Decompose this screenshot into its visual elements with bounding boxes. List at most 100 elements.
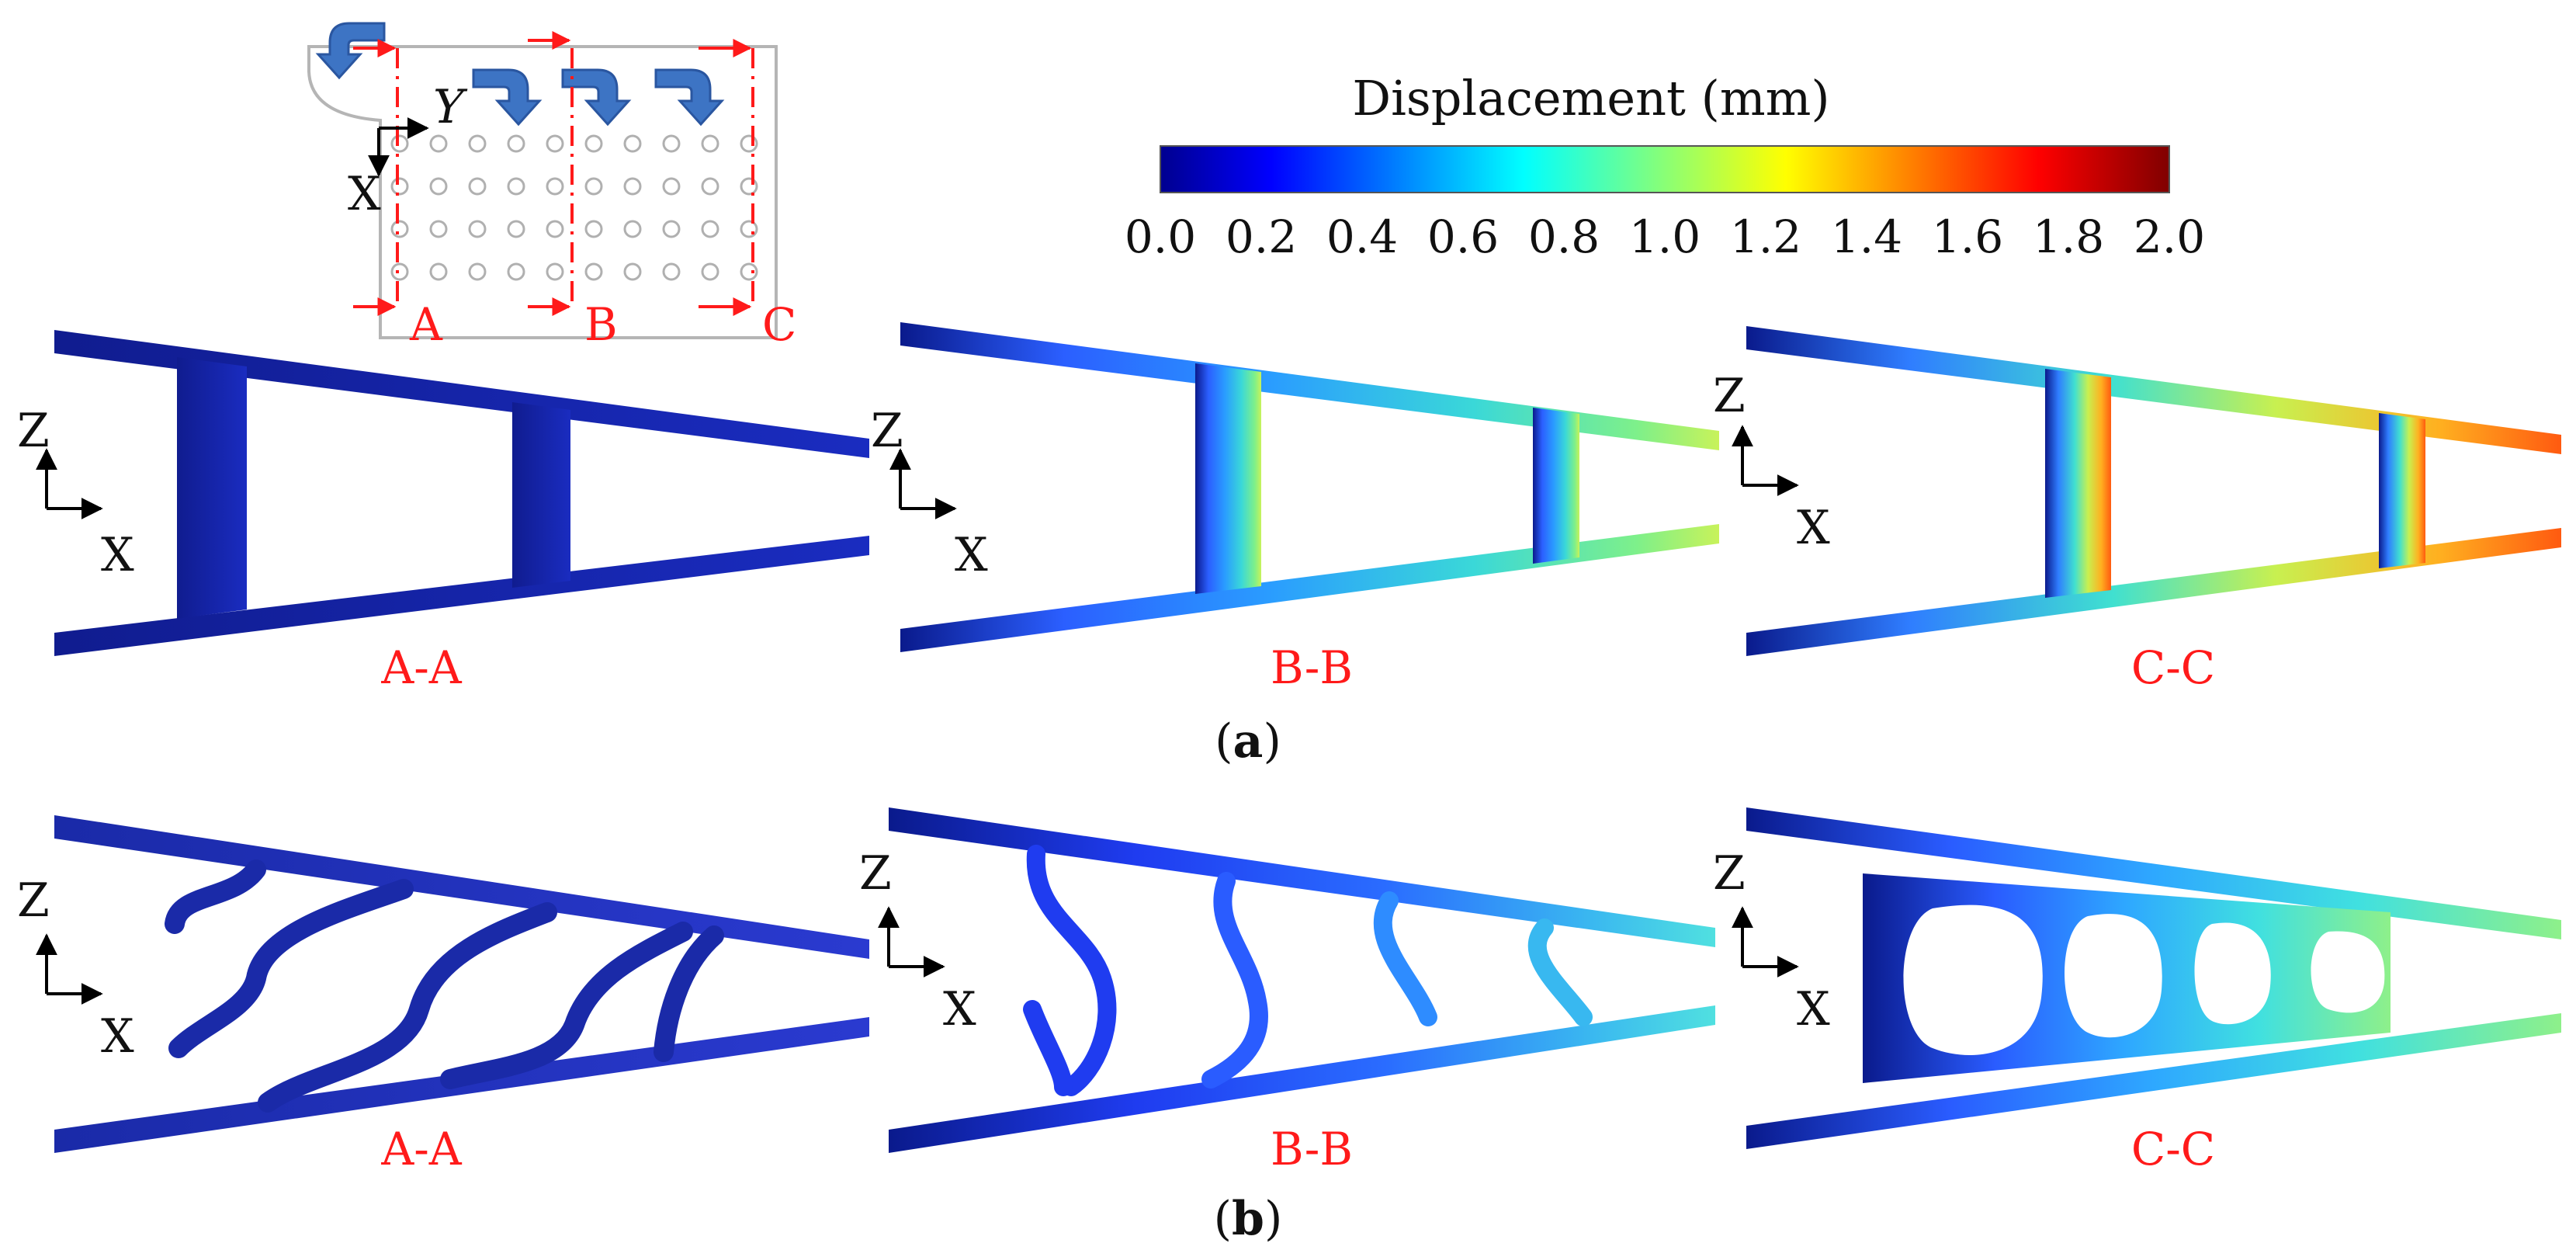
axis-x-label: X <box>101 1009 134 1064</box>
beam-shape <box>54 330 869 458</box>
curved-web-shape <box>168 879 414 1058</box>
axis-z-label: Z <box>871 404 903 458</box>
section-arrows <box>353 31 752 316</box>
curved-arrow-icon <box>472 68 543 127</box>
axis-z-label: Z <box>17 404 50 458</box>
bolt-hole-grid <box>390 134 758 281</box>
bolt-hole-icon <box>623 220 642 238</box>
panel-label: C-C <box>2131 1123 2215 1175</box>
panel-a-aa: A-A <box>54 330 869 694</box>
web-shape <box>2379 413 2425 568</box>
colorbar-gradient <box>1160 145 2170 193</box>
curved-arrow-icon <box>561 68 632 127</box>
bolt-hole-icon <box>429 177 448 196</box>
bolt-hole-icon <box>623 134 642 153</box>
axis-x-label: X <box>1797 982 1830 1036</box>
curved-arrow-icon <box>315 22 386 80</box>
bolt-hole-icon <box>701 262 719 281</box>
bolt-hole-icon <box>507 220 525 238</box>
caption-b: (b) <box>1214 1192 1283 1246</box>
bolt-hole-icon <box>584 177 603 196</box>
beam-shape <box>900 524 1719 652</box>
panel-label: B-B <box>1271 1123 1353 1175</box>
colorbar-tick-label: 1.0 <box>1629 210 1701 263</box>
bolt-hole-icon <box>584 134 603 153</box>
web-shape <box>177 357 247 619</box>
caption-a: (a) <box>1215 714 1281 769</box>
colorbar-tick-label: 1.8 <box>2033 210 2104 263</box>
panel-b-bb: B-B <box>889 807 1715 1175</box>
bolt-hole-icon <box>662 134 681 153</box>
beam-shape <box>1746 1013 2561 1149</box>
bolt-hole-icon <box>701 134 719 153</box>
bolt-hole-icon <box>546 177 564 196</box>
web-shape <box>1195 363 1261 594</box>
beam-shape <box>54 815 869 959</box>
curved-web-shape <box>165 859 266 934</box>
beam-shape <box>1746 528 2561 656</box>
bolt-hole-icon <box>429 134 448 153</box>
axis-z-label: Z <box>17 873 50 928</box>
bolt-hole-icon <box>546 134 564 153</box>
bolt-hole-icon <box>701 220 719 238</box>
colorbar-tick-label: 0.4 <box>1326 210 1398 263</box>
section-label-a: A <box>409 298 443 351</box>
colorbar-tick-label: 2.0 <box>2134 210 2205 263</box>
beam-shape <box>889 1005 1715 1153</box>
beam-shape <box>889 807 1715 947</box>
curved-web-shape <box>1023 1000 1073 1096</box>
colorbar-tick-label: 0.6 <box>1427 210 1499 263</box>
bolt-hole-icon <box>546 220 564 238</box>
curved-arrow-icon <box>654 68 725 127</box>
bolt-hole-icon <box>623 262 642 281</box>
bolt-hole-icon <box>468 177 487 196</box>
bolt-hole-icon <box>662 177 681 196</box>
web-shape <box>2045 369 2111 598</box>
bolt-hole-icon <box>507 262 525 281</box>
section-label-b: B <box>584 298 618 351</box>
curved-web-shape <box>1026 845 1117 1096</box>
colorbar-tick-label: 0.2 <box>1226 210 1297 263</box>
beam-shape <box>1746 326 2561 454</box>
colorbar-tick-label: 0.0 <box>1125 210 1196 263</box>
bolt-hole-icon <box>662 220 681 238</box>
curved-web-shape <box>1373 891 1437 1026</box>
bolt-hole-icon <box>507 177 525 196</box>
cellular-web-shape <box>1863 873 2391 1083</box>
panel-a-bb: B-B <box>900 322 1719 694</box>
axis-x-label: X <box>101 528 134 582</box>
curved-web-shape <box>258 902 557 1113</box>
inset-schematic: A B C Y X <box>307 22 796 351</box>
bolt-hole-icon <box>584 262 603 281</box>
axis-z-label: Z <box>1713 369 1746 423</box>
bolt-hole-icon <box>390 220 409 238</box>
bolt-hole-icon <box>584 220 603 238</box>
web-shape <box>512 402 570 588</box>
axis-x-label: X <box>1797 501 1830 555</box>
axes-row-b <box>36 906 1799 1005</box>
axis-x-label: X <box>943 982 976 1036</box>
bolt-hole-icon <box>740 262 758 281</box>
row-a: A-A B-B C-C Z X Z X <box>17 322 2561 769</box>
bolt-hole-icon <box>390 177 409 196</box>
axes-row-a <box>36 425 1799 519</box>
panel-label: C-C <box>2131 641 2215 694</box>
section-lines <box>396 48 754 307</box>
panel-b-aa: A-A <box>54 815 869 1175</box>
bolt-hole-icon <box>390 262 409 281</box>
bolt-hole-icon <box>740 177 758 196</box>
load-arrow-icons <box>315 22 725 127</box>
bolt-hole-icon <box>429 220 448 238</box>
bolt-hole-icon <box>740 134 758 153</box>
beam-shape <box>54 536 869 656</box>
colorbar-title: Displacement (mm) <box>1352 70 1829 127</box>
section-label-c: C <box>762 298 796 351</box>
panel-b-cc: C-C <box>1746 807 2561 1175</box>
inset-axis-y-label: Y <box>433 80 468 134</box>
axis-x-label: X <box>955 528 988 582</box>
bolt-hole-icon <box>468 134 487 153</box>
bolt-hole-icon <box>429 262 448 281</box>
